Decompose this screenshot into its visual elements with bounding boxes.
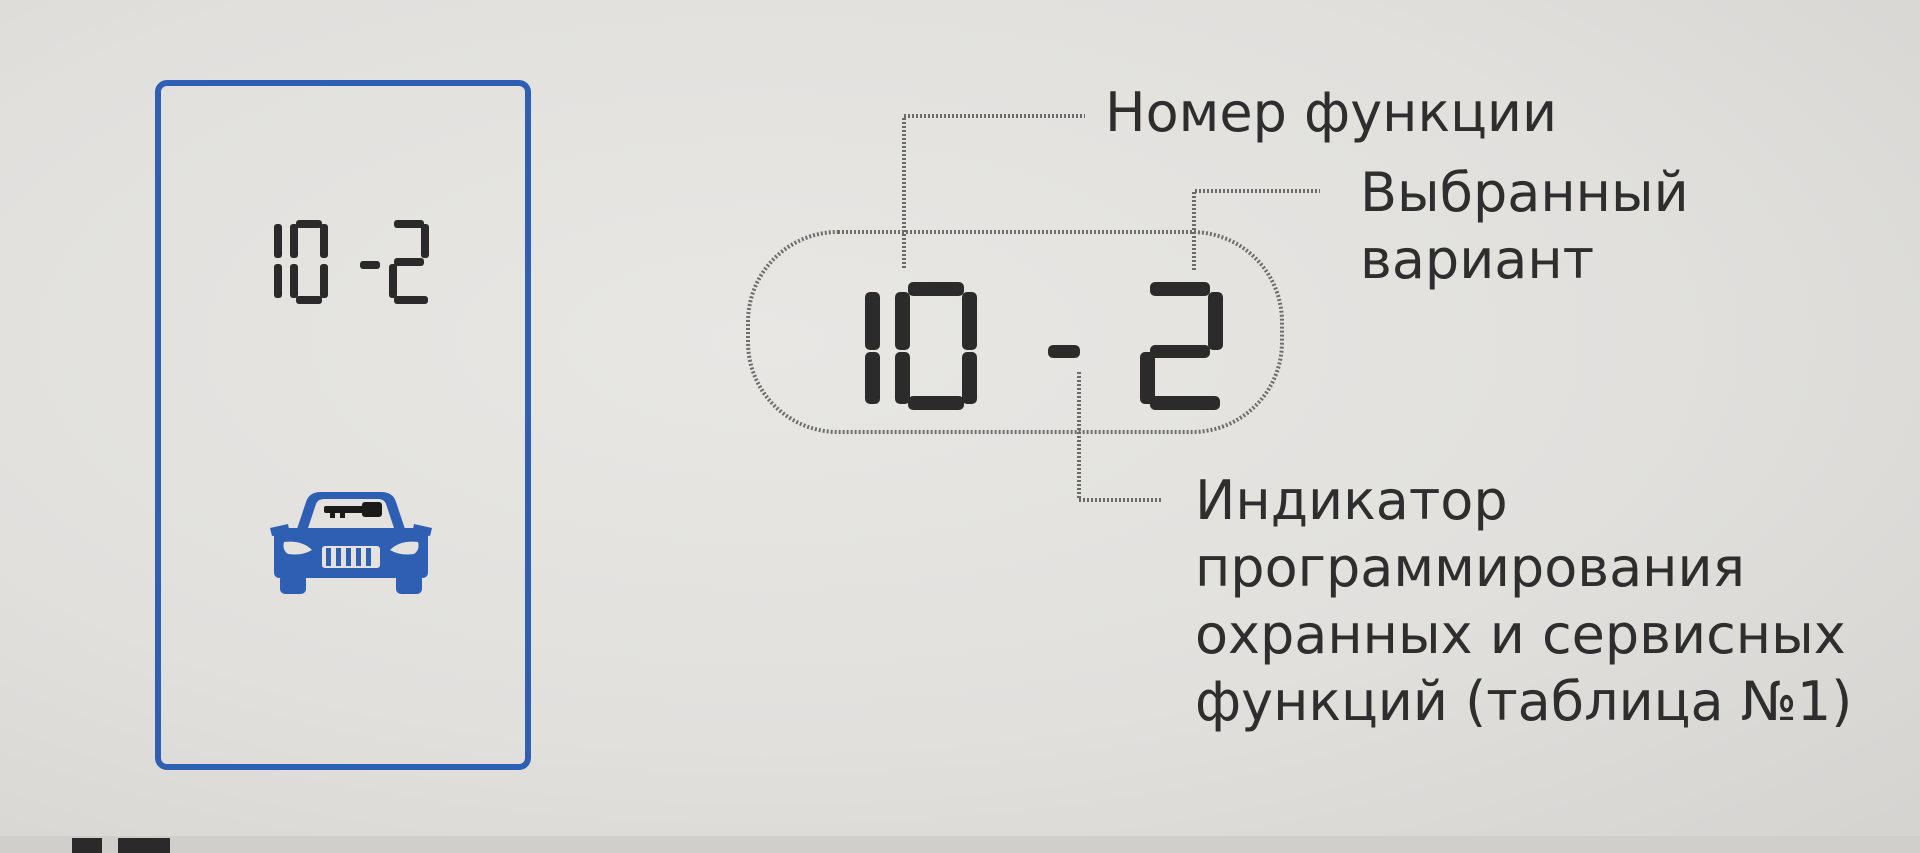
digit-0-segment bbox=[962, 352, 977, 404]
digit-2-segment bbox=[1208, 292, 1223, 350]
digit-0-segment bbox=[320, 264, 328, 298]
lcd-digits-large bbox=[865, 282, 1223, 410]
callout-programming-indicator-line: охранных и сервисных bbox=[1195, 602, 1846, 666]
callout-selected-option-line: вариант bbox=[1360, 227, 1595, 291]
digit-0-segment bbox=[962, 292, 977, 350]
digit-0-segment bbox=[895, 292, 910, 350]
cropped-text-fragment bbox=[72, 838, 102, 853]
digit-0-segment bbox=[296, 296, 322, 304]
digit-2-segment bbox=[1150, 396, 1220, 410]
lcd-digits-small bbox=[274, 220, 429, 304]
digit-0-segment bbox=[908, 282, 964, 296]
callout-selected-option-line: Выбранный bbox=[1360, 161, 1689, 224]
digit-0-segment bbox=[296, 220, 322, 228]
digit-2-segment bbox=[1140, 352, 1155, 404]
bottom-page-edge bbox=[0, 836, 1920, 853]
callout-programming-indicator-line: программирования bbox=[1195, 535, 1746, 599]
digit-1-segment bbox=[274, 264, 282, 298]
digit-2-segment bbox=[389, 264, 397, 298]
digit-2-segment bbox=[394, 220, 424, 228]
callout-programming-indicator-line: функций (таблица №1) bbox=[1195, 669, 1853, 733]
dash-segment bbox=[1048, 345, 1080, 358]
callout-function-number: Номер функции bbox=[1105, 81, 1558, 144]
digit-2-segment bbox=[1150, 345, 1210, 358]
digit-0-segment bbox=[908, 396, 964, 410]
cropped-text-fragment bbox=[118, 838, 170, 853]
leader-line-function-number bbox=[902, 114, 1085, 268]
dash-segment bbox=[360, 261, 380, 269]
lcd-screen-panel bbox=[155, 80, 531, 770]
digit-0-segment bbox=[895, 352, 910, 404]
digit-1-segment bbox=[865, 352, 880, 404]
digit-2-segment bbox=[421, 224, 429, 258]
digit-1-segment bbox=[865, 292, 880, 350]
digit-2-segment bbox=[394, 258, 424, 266]
digit-2-segment bbox=[394, 296, 428, 304]
digit-2-segment bbox=[1150, 282, 1210, 296]
display-outline bbox=[746, 230, 1284, 434]
callout-programming-indicator: Индикатор программирования охранных и се… bbox=[1195, 468, 1852, 736]
digit-0-segment bbox=[290, 264, 298, 298]
digit-0-segment bbox=[290, 224, 298, 258]
digit-0-segment bbox=[320, 224, 328, 258]
leader-line-programming-indicator bbox=[1077, 372, 1162, 502]
digit-1-segment bbox=[274, 224, 282, 258]
car-with-key-icon bbox=[270, 492, 432, 594]
callout-programming-indicator-line: Индикатор bbox=[1195, 469, 1508, 532]
callout-selected-option: Выбранный вариант bbox=[1360, 160, 1689, 294]
